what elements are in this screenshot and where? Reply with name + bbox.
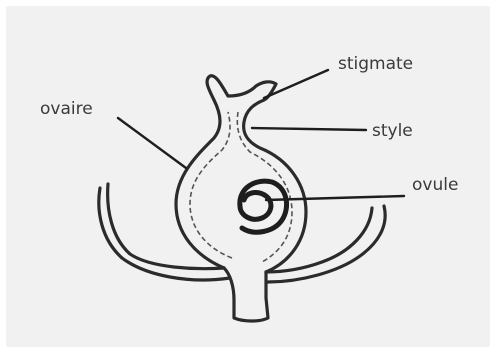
label-ovaire: ovaire: [40, 99, 93, 119]
label-style: style: [372, 121, 413, 141]
label-stigmate: stigmate: [338, 54, 413, 74]
left-sepal-outline: [99, 184, 230, 280]
label-ovule: ovule: [412, 175, 458, 195]
ovule-shape: [240, 181, 287, 232]
receptacle-outline: [224, 268, 268, 321]
style-leader-line: [252, 128, 366, 130]
ovaire-leader-line: [118, 118, 186, 168]
pistil-outline: [176, 76, 306, 272]
